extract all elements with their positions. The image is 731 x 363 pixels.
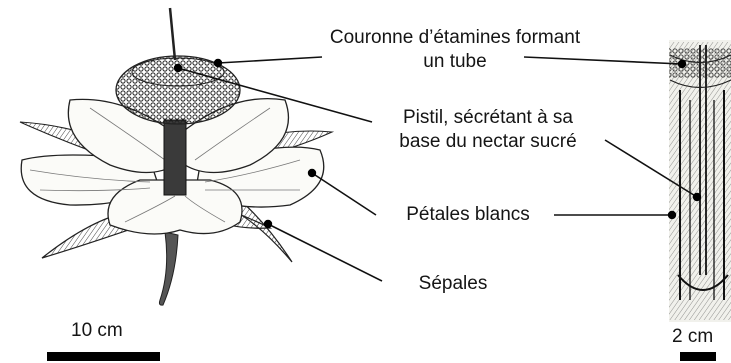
label-petales: Pétales blancs (384, 203, 552, 227)
label-couronne-line1: Couronne d’étamines formant (300, 26, 610, 50)
label-sepales: Sépales (408, 272, 498, 296)
flower-illustration (20, 8, 332, 305)
label-pistil-line1: Pistil, sécrétant à sa (368, 106, 608, 130)
label-pistil-line2: base du nectar sucré (368, 130, 608, 154)
label-couronne: Couronne d’étamines formant un tube (300, 26, 610, 74)
label-petales-text: Pétales blancs (384, 203, 552, 227)
scale-section-bar (680, 352, 716, 361)
scale-flower-label: 10 cm (71, 320, 123, 342)
label-pistil: Pistil, sécrétant à sa base du nectar su… (368, 106, 608, 154)
scale-flower-bar (47, 352, 160, 361)
label-couronne-line2: un tube (300, 50, 610, 74)
section-illustration (669, 40, 731, 322)
label-sepales-text: Sépales (408, 272, 498, 296)
scale-section-label: 2 cm (672, 326, 713, 348)
